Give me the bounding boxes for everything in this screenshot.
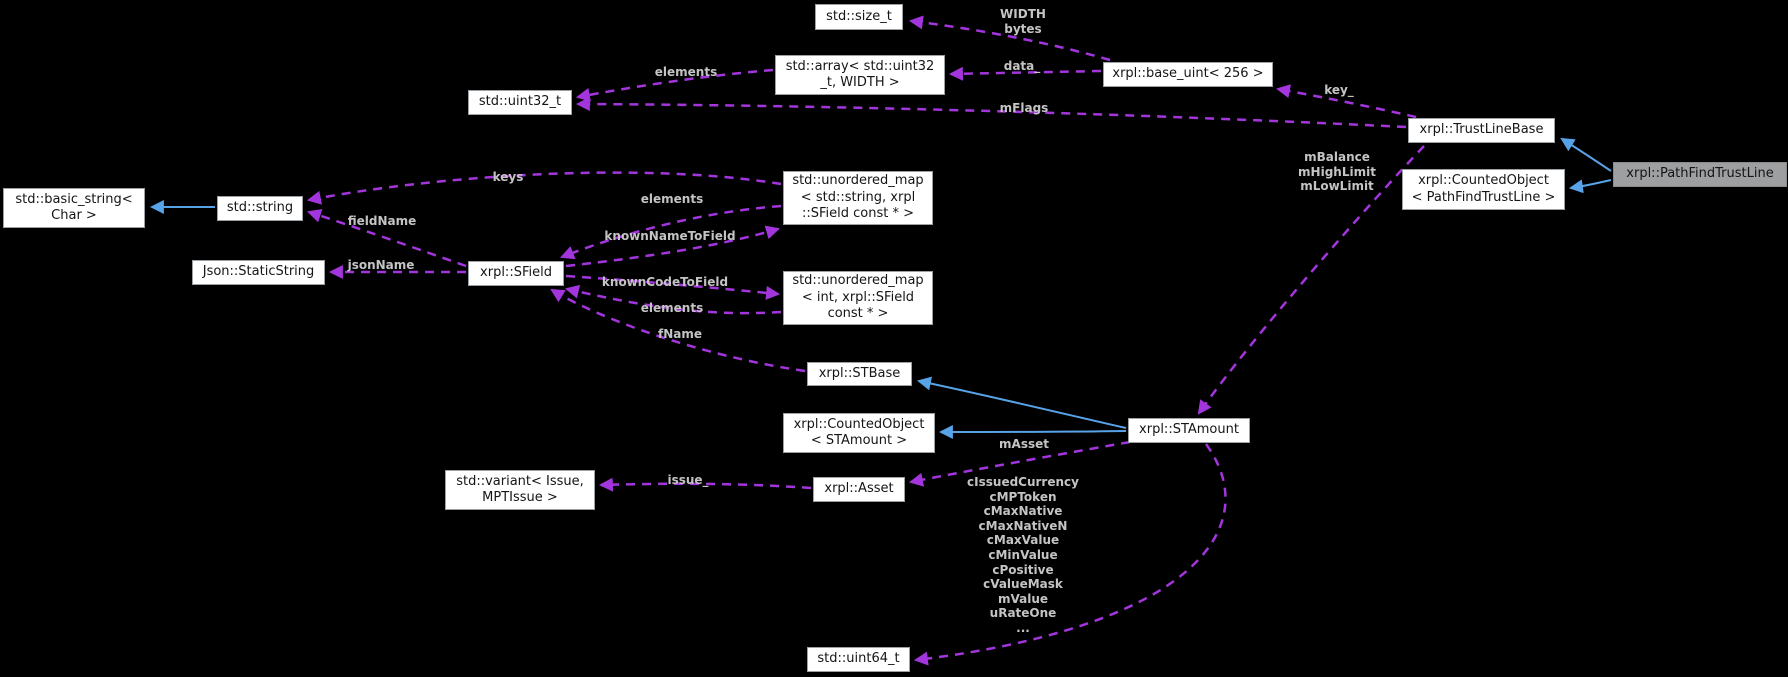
node-counted-pathfind[interactable]: xrpl::CountedObject< PathFindTrustLine > [1402,169,1565,210]
node-label: std::uint64_t [817,651,900,667]
node-stamount[interactable]: xrpl::STAmount [1128,418,1250,443]
edge-keys [306,171,782,205]
edge-value-constants [913,443,1227,666]
node-label: xrpl::PathFindTrustLine [1626,166,1774,182]
node-stbase[interactable]: xrpl::STBase [807,362,912,386]
node-label: Char > [51,208,97,223]
node-std-uint32-t[interactable]: std::uint32_t [468,90,572,115]
edge-pathfind-inherits-counted [1568,179,1612,194]
node-label: Json::StaticString [202,264,315,280]
node-label: std::string [226,200,294,216]
node-label: xrpl::SField [480,265,552,281]
edge-key [1275,84,1417,119]
node-label: std::basic_string< [15,191,133,207]
node-label: xrpl::STAmount [1139,422,1239,438]
edge-width-bytes [908,15,1111,62]
edge-data [948,66,1102,81]
node-basic-string[interactable]: std::basic_string<Char > [3,188,145,228]
node-label: std::size_t [826,8,892,24]
edge-stamount-inherits-counted [938,424,1127,439]
edge-elements-code-map [564,284,782,315]
node-label: MPTIssue > [482,490,558,505]
node-label: std::array< std::uint32 [785,58,935,74]
node-label: < std::string, xrpl [800,189,916,205]
node-base-uint-256[interactable]: xrpl::base_uint< 256 > [1103,62,1273,87]
node-std-size-t[interactable]: std::size_t [815,4,903,30]
edge-mflags [575,97,1407,129]
node-label: const * > [827,306,889,322]
edge-mbalance-limits [1197,145,1425,415]
node-trustlinebase[interactable]: xrpl::TrustLineBase [1408,118,1555,143]
edge-elements-array [575,68,774,102]
node-label: xrpl::CountedObject [793,416,925,432]
node-label: xrpl::Asset [824,481,894,497]
node-label: xrpl::STBase [818,365,901,381]
node-label: xrpl::CountedObject [1418,173,1549,188]
node-label: _t, WIDTH > [820,75,900,90]
node-label: < STAmount > [810,433,908,448]
node-label: std::unordered_map [792,173,924,189]
edge-elements-name-map [560,204,782,260]
node-sfield[interactable]: xrpl::SField [468,261,564,286]
node-label: std::variant< Issue, [456,473,584,489]
edge-fieldname [307,209,467,268]
edge-issue [598,477,812,492]
edge-knownnametofield [565,225,781,268]
edge-masset [908,440,1131,487]
node-counted-stamount[interactable]: xrpl::CountedObject< STAmount > [783,413,935,453]
node-variant-issue[interactable]: std::variant< Issue,MPTIssue > [445,470,595,510]
node-asset[interactable]: xrpl::Asset [813,477,905,502]
node-pathfindtrustline[interactable]: xrpl::PathFindTrustLine [1613,162,1787,187]
node-umap-string-sfield[interactable]: std::unordered_map< std::string, xrpl::S… [783,171,933,225]
node-std-uint64-t[interactable]: std::uint64_t [807,647,910,672]
node-label: std::unordered_map [792,273,924,289]
edge-knowncodetofield [565,274,781,300]
node-label: < PathFindTrustLine > [1411,189,1556,205]
node-label: ::SField const * > [801,206,915,222]
node-label: xrpl::TrustLineBase [1419,122,1544,138]
node-std-array[interactable]: std::array< std::uint32_t, WIDTH > [775,55,945,95]
edge-pathfind-inherits-trustlinebase [1560,137,1612,172]
edge-stamount-inherits-stbase [916,376,1127,429]
node-std-string[interactable]: std::string [217,196,303,221]
node-label: < int, xrpl::SField [801,289,915,305]
edge-fname [550,288,806,373]
node-json-staticstring[interactable]: Json::StaticString [192,260,325,285]
node-label: xrpl::base_uint< 256 > [1112,66,1264,82]
node-label: std::uint32_t [478,94,562,110]
